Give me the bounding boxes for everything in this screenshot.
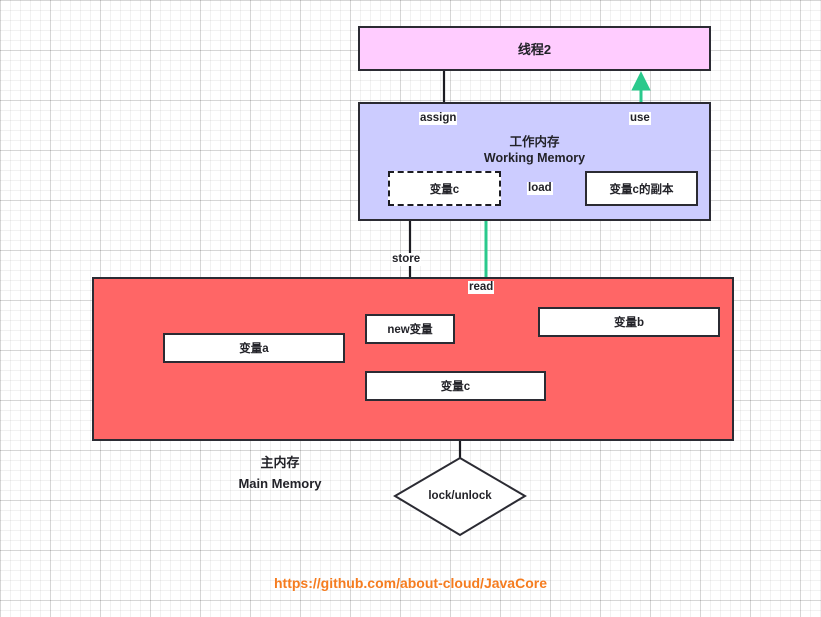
working-memory-variable-c-label: 变量c xyxy=(429,183,460,196)
edge-label-load: load xyxy=(527,182,553,195)
main-memory-variable-b-label: 变量b xyxy=(613,317,645,329)
working-memory-variable-c-copy-label: 变量c的副本 xyxy=(609,183,674,196)
working-memory-variable-c[interactable]: 变量c xyxy=(388,171,501,206)
main-memory-variable-a[interactable]: 变量a xyxy=(163,333,345,363)
footer-url[interactable]: https://github.com/about-cloud/JavaCore xyxy=(273,575,547,591)
thread-label: 线程2 xyxy=(517,42,552,57)
edge-label-assign: assign xyxy=(419,112,458,125)
main-memory-variable-c[interactable]: 变量c xyxy=(365,371,546,401)
main-memory-title-en: Main Memory xyxy=(238,476,322,491)
lock-unlock-label[interactable]: lock/unlock xyxy=(428,490,492,502)
working-memory-title: 工作内存 Working Memory xyxy=(360,134,709,166)
main-memory-new-variable[interactable]: new变量 xyxy=(365,314,455,344)
working-memory-title-en: Working Memory xyxy=(483,151,586,165)
main-memory-variable-c-label: 变量c xyxy=(440,381,471,393)
main-memory-title-cn: 主内存 xyxy=(260,455,300,470)
thread-container[interactable]: 线程2 xyxy=(358,26,711,71)
working-memory-title-cn: 工作内存 xyxy=(509,135,560,149)
main-memory-new-variable-label: new变量 xyxy=(387,324,433,336)
main-memory-variable-b[interactable]: 变量b xyxy=(538,307,720,337)
main-memory-title: 主内存 Main Memory xyxy=(182,452,378,494)
main-memory-variable-a-label: 变量a xyxy=(239,343,269,355)
working-memory-variable-c-copy[interactable]: 变量c的副本 xyxy=(585,171,698,206)
edge-label-use: use xyxy=(629,112,651,125)
edge-label-read: read xyxy=(468,281,495,294)
edge-label-store: store xyxy=(391,253,422,266)
